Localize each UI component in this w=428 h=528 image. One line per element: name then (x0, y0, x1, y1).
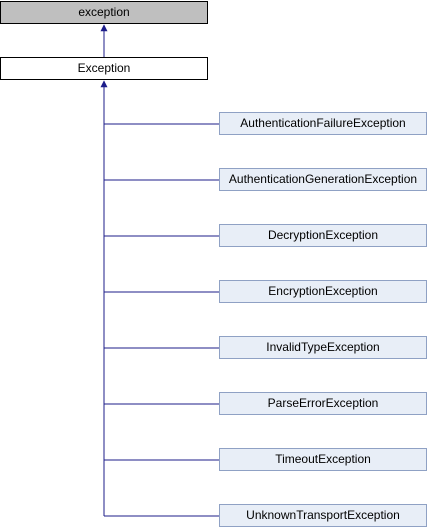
class-node-AuthenticationFailureException[interactable]: AuthenticationFailureException (219, 112, 427, 135)
class-node-Exception[interactable]: Exception (0, 57, 208, 80)
edge-branches (104, 123, 219, 517)
class-node-AuthenticationGenerationException[interactable]: AuthenticationGenerationException (219, 168, 427, 191)
class-node-TimeoutException[interactable]: TimeoutException (219, 448, 427, 471)
class-node-InvalidTypeException[interactable]: InvalidTypeException (219, 336, 427, 359)
class-node-ParseErrorException[interactable]: ParseErrorException (219, 392, 427, 415)
class-node-EncryptionException[interactable]: EncryptionException (219, 280, 427, 303)
class-node-DecryptionException[interactable]: DecryptionException (219, 224, 427, 247)
class-node-UnknownTransportException[interactable]: UnknownTransportException (219, 504, 427, 527)
class-node-exception[interactable]: exception (0, 1, 208, 24)
